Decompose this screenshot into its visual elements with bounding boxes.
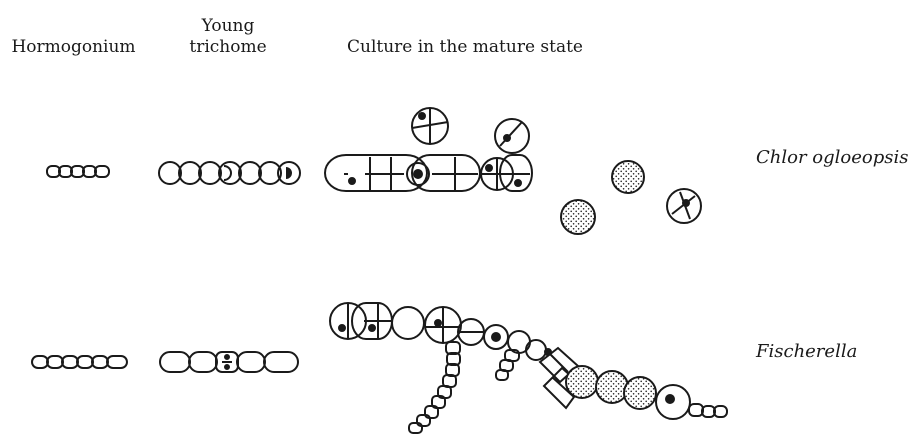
chlorogloeopsis-mature-filament xyxy=(325,155,532,191)
fischerella-young-trichome xyxy=(160,352,298,372)
chlorogloeopsis-hormogonium xyxy=(47,166,109,177)
fischerella-mature-filament xyxy=(330,303,727,433)
fischerella-hormogonium xyxy=(32,356,127,368)
chlorogloeopsis-young-trichome xyxy=(159,162,300,184)
